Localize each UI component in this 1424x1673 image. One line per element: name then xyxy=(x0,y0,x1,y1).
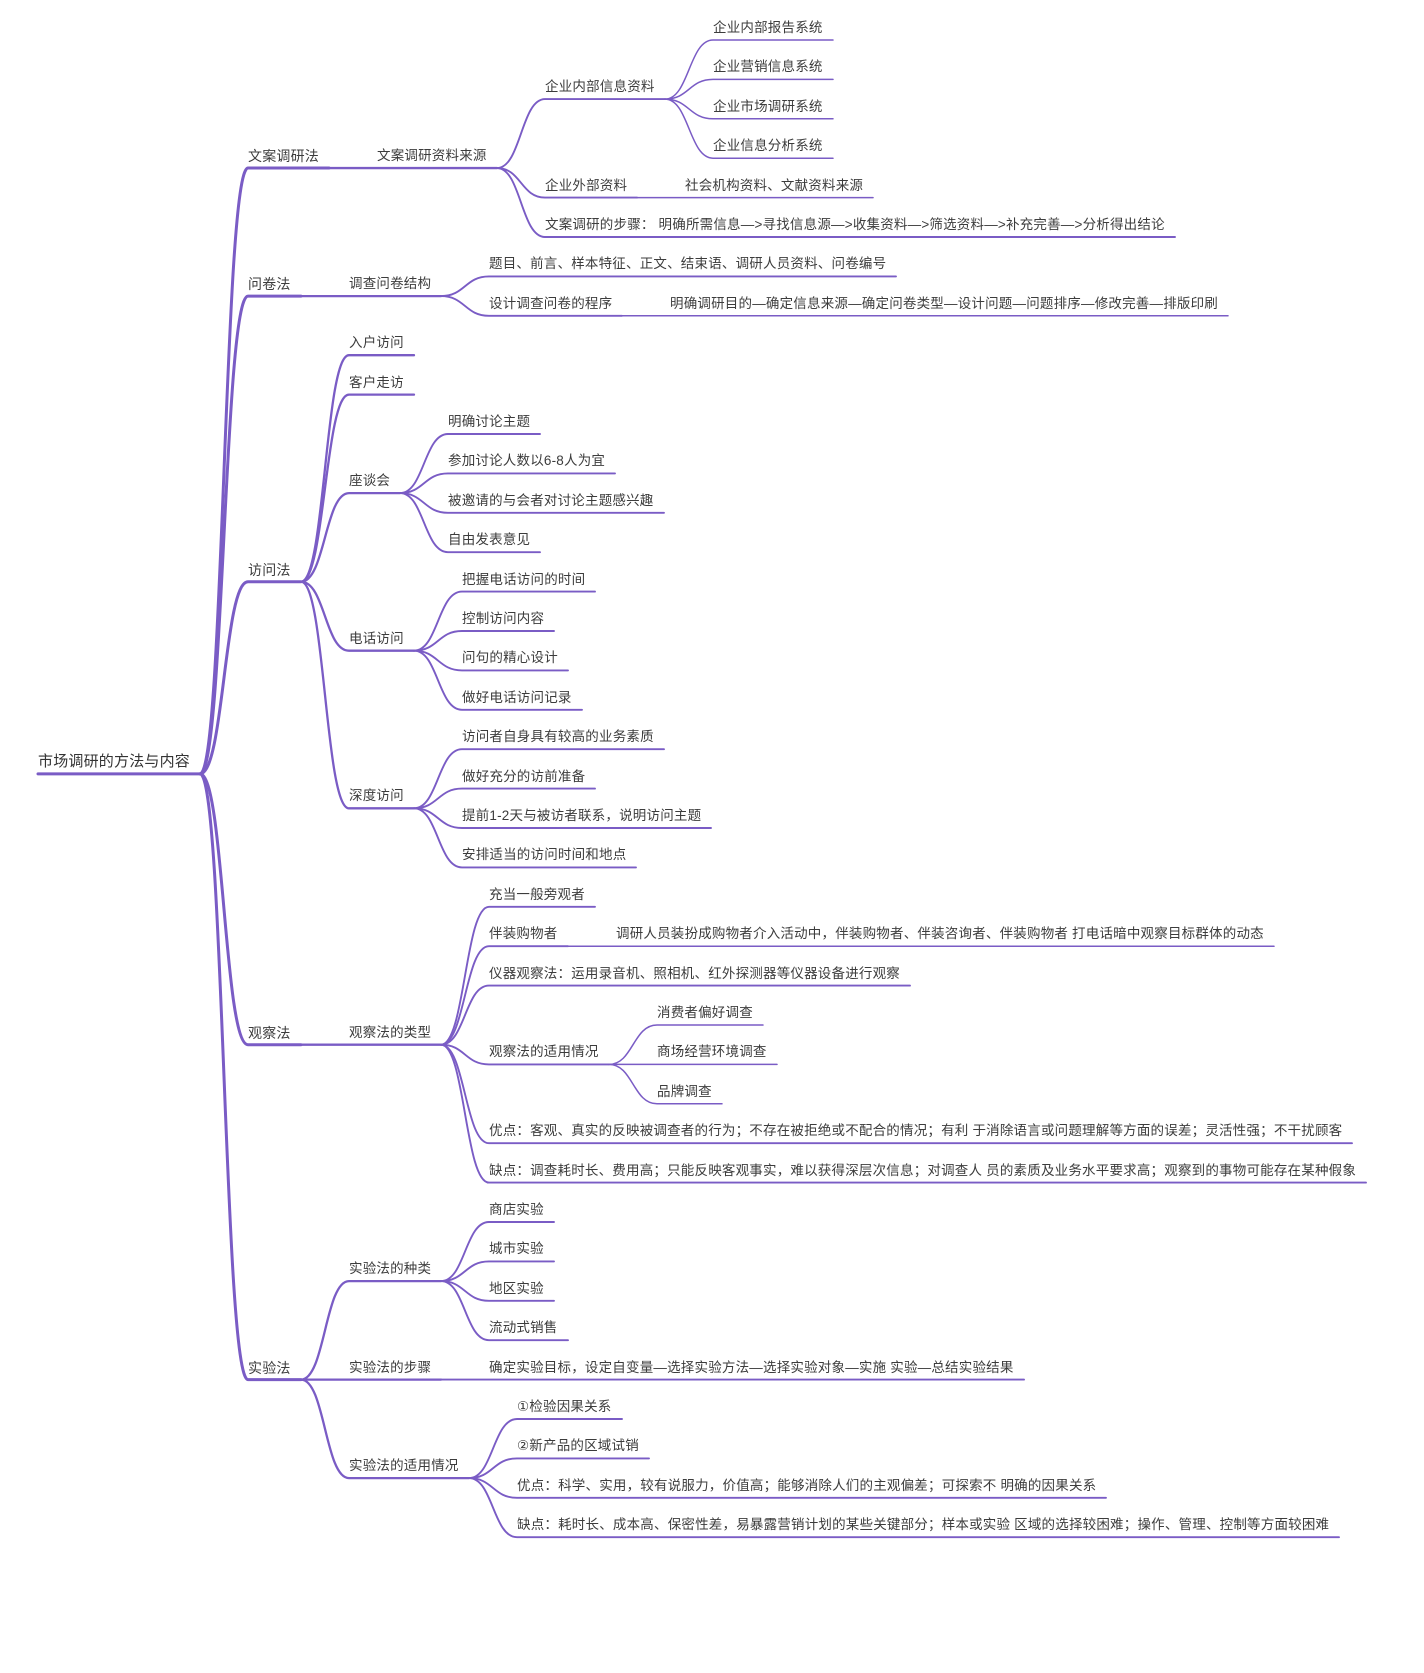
mindmap-node[interactable]: 社会机构资料、文献资料来源 xyxy=(685,177,864,193)
mindmap-node[interactable]: 文案调研的步骤： 明确所需信息—>寻找信息源—>收集资料—>筛选资料—>补充完善… xyxy=(545,217,1165,232)
mindmap-node[interactable]: 文案调研法 xyxy=(248,148,319,165)
mindmap-node[interactable]: 城市实验 xyxy=(489,1241,544,1257)
mindmap-node[interactable]: 深度访问 xyxy=(349,788,404,804)
mindmap-node[interactable]: 访问者自身具有较高的业务素质 xyxy=(462,729,654,745)
branch-line xyxy=(198,580,303,776)
mindmap-node[interactable]: 座谈会 xyxy=(349,473,391,489)
mindmap-node[interactable]: 充当一般旁观者 xyxy=(489,886,585,902)
mindmap-node[interactable]: 入户访问 xyxy=(349,335,404,351)
mindmap-node[interactable]: 流动式销售 xyxy=(489,1320,558,1336)
mindmap-node[interactable]: ②新产品的区域试销 xyxy=(517,1438,639,1454)
mindmap-node[interactable]: 做好充分的访前准备 xyxy=(462,768,586,784)
branch-line xyxy=(198,166,331,776)
mindmap-node[interactable]: 地区实验 xyxy=(489,1280,544,1296)
mindmap-node[interactable]: 缺点：调查耗时长、费用高；只能反映客观事实，难以获得深层次信息；对调查人 员的素… xyxy=(489,1162,1357,1178)
mindmap-node[interactable]: 调查问卷结构 xyxy=(349,276,432,292)
mindmap-node[interactable]: 参加讨论人数以6-8人为宜 xyxy=(448,453,606,469)
branch-line xyxy=(198,772,303,1047)
branch-line xyxy=(440,945,569,1046)
mindmap-node[interactable]: 观察法的适用情况 xyxy=(489,1044,599,1060)
mindmap-node[interactable]: 企业内部信息资料 xyxy=(545,79,655,95)
mindmap-node[interactable]: 调研人员装扮成购物者介入活动中，伴装购物者、伴装咨询者、伴装购物者 打电话暗中观… xyxy=(616,926,1264,942)
mindmap-node[interactable]: 把握电话访问的时间 xyxy=(462,571,586,587)
mindmap-node[interactable]: 明确讨论主题 xyxy=(448,414,531,429)
mindmap-node[interactable]: ①检验因果关系 xyxy=(517,1399,612,1414)
mindmap-node[interactable]: 问卷法 xyxy=(248,276,291,293)
mindmap-node[interactable]: 企业内部报告系统 xyxy=(713,20,823,35)
mindmap-node[interactable]: 缺点：耗时长、成本高、保密性差，易暴露营销计划的某些关键部分；样本或实验 区域的… xyxy=(517,1517,1330,1533)
mindmap-node[interactable]: 企业外部资料 xyxy=(545,177,628,193)
branch-line xyxy=(198,772,303,1382)
mindmap-node[interactable]: 题目、前言、样本特征、正文、结束语、调研人员资料、问卷编号 xyxy=(489,256,887,272)
mindmap-node[interactable]: 优点：客观、真实的反映被调查者的行为；不存在被拒绝或不配合的情况；有利 于消除语… xyxy=(489,1123,1343,1139)
mindmap-node[interactable]: 访问法 xyxy=(248,561,291,578)
branch-line xyxy=(496,98,666,169)
mindmap-node[interactable]: 电话访问 xyxy=(349,630,404,646)
mindmap-node[interactable]: 实验法 xyxy=(248,1359,291,1376)
mindmap-node[interactable]: 明确调研目的—确定信息来源—确定问卷类型—设计问题—问题排序—修改完善—排版印刷 xyxy=(670,295,1218,311)
mindmap-node[interactable]: 安排适当的访问时间和地点 xyxy=(462,847,627,863)
mindmap-node[interactable]: 自由发表意见 xyxy=(448,532,531,548)
branch-line xyxy=(299,491,402,583)
mindmap-node[interactable]: 优点：科学、实用，较有说服力，价值高；能够消除人们的主观偏差；可探索不 明确的因… xyxy=(517,1477,1097,1493)
mindmap-node[interactable]: 消费者偏好调查 xyxy=(657,1005,753,1020)
mindmap-node[interactable]: 实验法的步骤 xyxy=(349,1359,432,1375)
mindmap-node[interactable]: 提前1-2天与被访者联系，说明访问主题 xyxy=(462,808,702,823)
branch-line xyxy=(198,294,303,776)
mindmap-node[interactable]: 企业营销信息系统 xyxy=(713,59,823,75)
mindmap-node[interactable]: 控制访问内容 xyxy=(462,611,545,626)
branch-line xyxy=(299,580,416,810)
mindmap-node[interactable]: 设计调查问卷的程序 xyxy=(489,295,613,311)
mindmap-node[interactable]: 企业市场调研系统 xyxy=(713,98,823,114)
mindmap-node[interactable]: 确定实验目标，设定自变量—选择实验方法—选择实验对象—实施 实验—总结实验结果 xyxy=(489,1359,1014,1375)
mindmap-root-node[interactable]: 市场调研的方法与内容 xyxy=(38,752,191,770)
mindmap-node[interactable]: 问句的精心设计 xyxy=(462,650,558,666)
mindmap-node[interactable]: 企业信息分析系统 xyxy=(713,138,823,154)
mindmap-node[interactable]: 观察法的类型 xyxy=(349,1024,432,1040)
mindmap-node[interactable]: 文案调研资料来源 xyxy=(377,148,487,164)
mindmap-node[interactable]: 被邀请的与会者对讨论主题感兴趣 xyxy=(448,492,654,508)
mindmap-node[interactable]: 实验法的种类 xyxy=(349,1261,432,1277)
mindmap-node[interactable]: 实验法的适用情况 xyxy=(349,1458,459,1474)
mindmap-node[interactable]: 伴装购物者 xyxy=(489,926,558,942)
mindmap-node[interactable]: 做好电话访问记录 xyxy=(462,689,572,705)
mindmap-node[interactable]: 观察法 xyxy=(248,1024,291,1041)
mindmap-node[interactable]: 商场经营环境调查 xyxy=(657,1044,767,1060)
mindmap-node[interactable]: 仪器观察法：运用录音机、照相机、红外探测器等仪器设备进行观察 xyxy=(489,965,900,981)
mindmap-node[interactable]: 客户走访 xyxy=(349,374,404,390)
mindmap-node[interactable]: 品牌调查 xyxy=(657,1083,712,1099)
mindmap-node[interactable]: 商店实验 xyxy=(489,1202,544,1217)
